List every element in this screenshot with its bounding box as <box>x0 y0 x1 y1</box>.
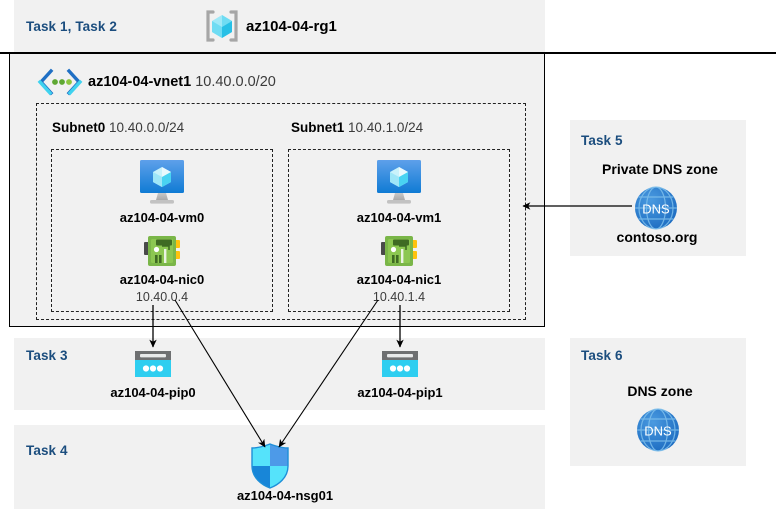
resource-group-icon <box>203 7 241 45</box>
subnet1-title: Subnet1 10.40.1.0/24 <box>291 120 423 135</box>
network-security-group-icon <box>248 442 292 490</box>
vm0-name: az104-04-vm0 <box>119 210 205 225</box>
public-ip-address-icon <box>380 349 420 381</box>
virtual-machine-icon <box>371 158 427 206</box>
subnet0-title: Subnet0 10.40.0.0/24 <box>52 120 184 135</box>
network-interface-icon <box>377 233 421 271</box>
task-label-5: Task 5 <box>581 133 623 148</box>
dns-zone-icon: DNS <box>634 406 682 454</box>
nic0-private-ip: 10.40.0.4 <box>135 290 189 304</box>
task-label-3: Task 3 <box>26 348 68 363</box>
vnet-panel <box>9 53 545 327</box>
resource-group-header-panel <box>14 0 545 52</box>
task-label-4: Task 4 <box>26 443 68 458</box>
pip1-name: az104-04-pip1 <box>357 385 443 400</box>
pip0-name: az104-04-pip0 <box>110 385 196 400</box>
subnet0-address-prefix: 10.40.0.0/24 <box>109 120 185 135</box>
task-label-1-2: Task 1, Task 2 <box>26 19 117 34</box>
public-ip-address-icon <box>133 349 173 381</box>
vnet-name: az104-04-vnet1 <box>88 74 192 90</box>
private-dns-zone-heading: Private DNS zone <box>602 161 718 177</box>
nic1-name: az104-04-nic1 <box>356 272 442 287</box>
vnet-title: az104-04-vnet1 10.40.0.0/20 <box>88 74 276 90</box>
resource-group-name: az104-04-rg1 <box>246 18 337 35</box>
subnet1-name: Subnet1 <box>291 120 345 135</box>
network-interface-icon <box>140 233 184 271</box>
task-label-6: Task 6 <box>581 348 623 363</box>
dns-icon-text: DNS <box>642 202 670 217</box>
vnet-address-space: 10.40.0.0/20 <box>195 74 276 90</box>
subnet1-address-prefix: 10.40.1.0/24 <box>348 120 424 135</box>
header-divider <box>0 52 776 54</box>
nic1-private-ip: 10.40.1.4 <box>372 290 426 304</box>
dns-zone-icon: DNS <box>632 184 680 232</box>
dns-zone-heading: DNS zone <box>627 383 693 399</box>
public-ip-panel <box>14 338 545 410</box>
nic0-name: az104-04-nic0 <box>119 272 205 287</box>
nsg-name: az104-04-nsg01 <box>236 488 334 503</box>
subnet0-name: Subnet0 <box>52 120 106 135</box>
subnet1-box <box>288 149 510 312</box>
dns-icon-text: DNS <box>644 424 672 439</box>
virtual-network-icon <box>37 68 83 96</box>
vm1-name: az104-04-vm1 <box>356 210 442 225</box>
private-dns-zone-name: contoso.org <box>616 229 698 245</box>
subnet0-box <box>51 149 273 312</box>
virtual-machine-icon <box>134 158 190 206</box>
